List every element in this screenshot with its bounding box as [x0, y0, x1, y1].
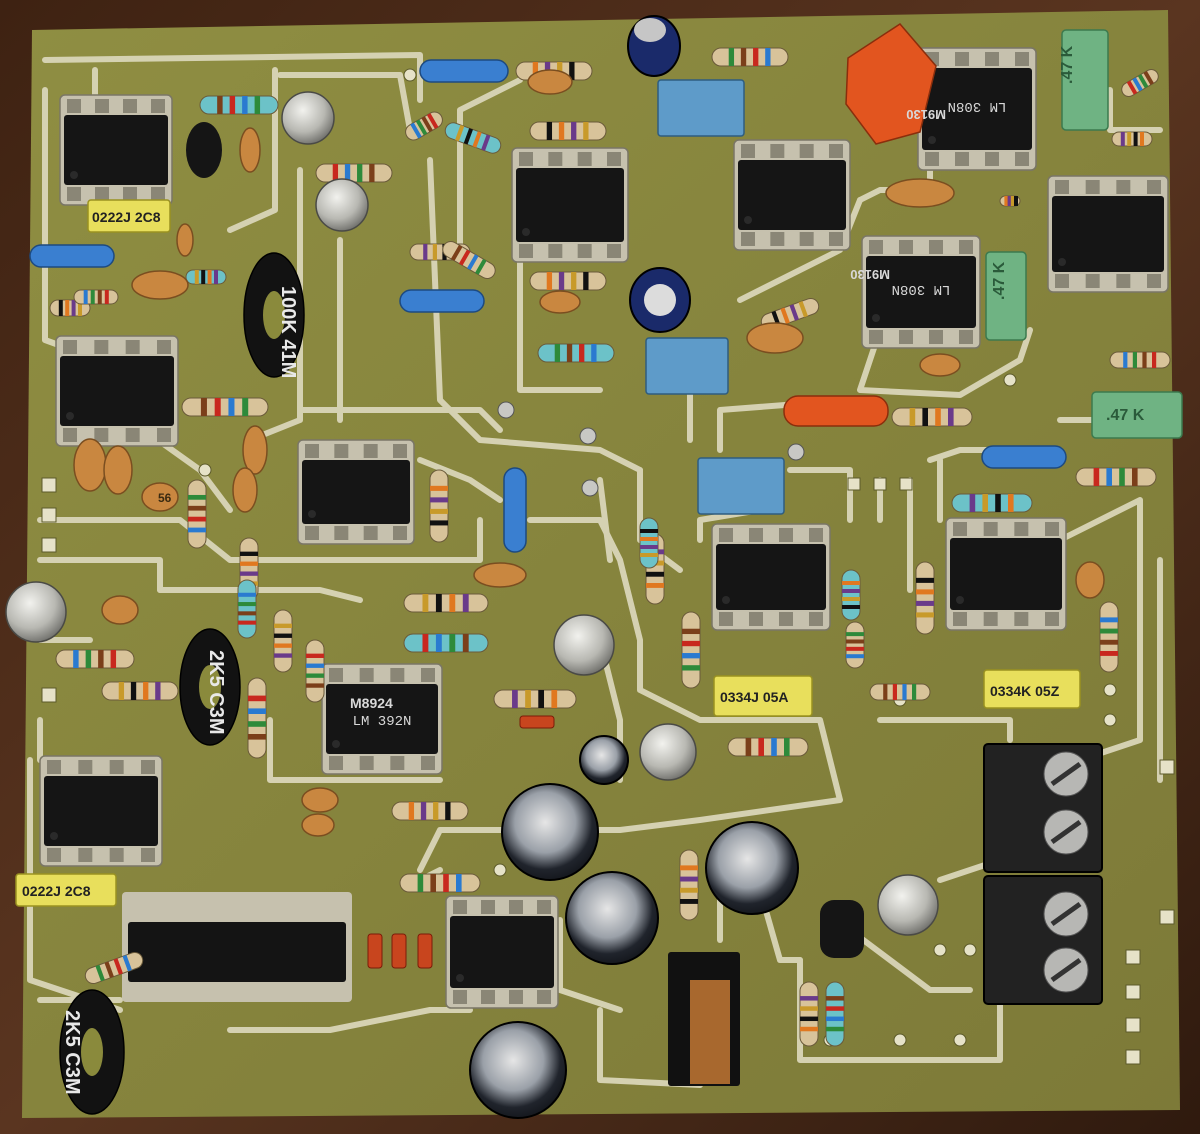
- resistor: [841, 569, 861, 621]
- component-label: 2K5 C3M: [61, 1010, 83, 1094]
- resistor: [639, 517, 659, 569]
- resistor: [799, 981, 819, 1047]
- yellow-caps: [15, 199, 1081, 907]
- ic-u13: [39, 755, 163, 867]
- resistor: [444, 122, 502, 154]
- ic-u1: [59, 94, 173, 206]
- component-label: M9130: [906, 107, 946, 122]
- resistor: [845, 621, 865, 669]
- component-label-layer: 0222J 2C8 0222J 2C8 0334J 05A 0334K 05Z 100K…: [22, 45, 1145, 1094]
- resistor: [1111, 131, 1153, 147]
- resistor: [73, 289, 119, 305]
- component-label: 0222J 2C8: [22, 883, 91, 899]
- ic-u10: [711, 523, 831, 631]
- resistor: [681, 611, 701, 689]
- ic-marking: LM 308N: [892, 281, 951, 297]
- ic-u5: LM 308N: [917, 47, 1037, 171]
- metal-cans: [5, 91, 939, 936]
- chip-14pin: [122, 892, 352, 1002]
- resistor: [869, 683, 931, 701]
- ic-u12: [945, 517, 1067, 631]
- resistor: [493, 689, 577, 709]
- resistor: [405, 111, 443, 141]
- component-label: .47 K: [1059, 45, 1076, 84]
- ic-u14: [445, 895, 559, 1009]
- component-label: 0222J 2C8: [92, 209, 161, 225]
- resistor: [825, 981, 845, 1047]
- resistor: [187, 479, 207, 549]
- trim-pot-hubs: [81, 291, 285, 1076]
- orange-caps: [783, 23, 937, 427]
- resistor: [403, 633, 489, 653]
- electrolytics: [469, 735, 799, 1119]
- green-caps: [985, 29, 1183, 439]
- resistor: [55, 649, 135, 669]
- resistor: [273, 609, 293, 673]
- diodes: [367, 715, 555, 969]
- resistor: [999, 195, 1021, 207]
- resistor: [247, 677, 267, 759]
- resistor: [1121, 69, 1159, 97]
- resistor: [199, 95, 279, 115]
- resistor: [315, 163, 393, 183]
- ic-u11: LM 392N: [321, 663, 443, 775]
- blue-caps: [29, 59, 1067, 553]
- resistor: [679, 849, 699, 921]
- resistor: [727, 737, 809, 757]
- resistor: [529, 271, 607, 291]
- resistor: [951, 493, 1033, 513]
- resistor: [403, 593, 489, 613]
- resistor: [391, 801, 469, 821]
- component-label: M8924: [350, 695, 393, 711]
- component-label: 0334J 05A: [720, 689, 789, 705]
- component-label: .47 K: [991, 261, 1008, 300]
- electrolytic-small: [627, 15, 691, 333]
- resistor: [915, 561, 935, 635]
- component-label: .47 K: [1106, 407, 1145, 424]
- resistor: [711, 47, 789, 67]
- resistor: [537, 343, 615, 363]
- resistor: [1099, 601, 1119, 673]
- resistor: [429, 469, 449, 543]
- resistor: [529, 121, 607, 141]
- resistor: [891, 407, 973, 427]
- resistor: [399, 873, 481, 893]
- ic-u7: [1047, 175, 1169, 293]
- resistor: [84, 951, 144, 985]
- ic-u3: [733, 139, 851, 251]
- component-label: 100K 41M: [277, 286, 299, 378]
- voltage-regulator: [668, 952, 740, 1086]
- component-label: 56: [158, 491, 172, 505]
- ic-u2: [511, 147, 629, 263]
- resistor: [442, 241, 496, 279]
- resistor: [1075, 467, 1157, 487]
- component-label: 0334K 05Z: [990, 683, 1060, 699]
- ceramic-caps: [73, 69, 1105, 837]
- component-label: M9130: [850, 267, 890, 282]
- box-caps: [645, 79, 785, 515]
- ic-u8: [55, 335, 179, 447]
- resistor: [1109, 351, 1171, 369]
- resistor: [760, 297, 820, 331]
- terminal-blocks: [983, 743, 1103, 1005]
- ic-u6: LM 308N: [861, 235, 981, 349]
- resistor-layer: [49, 47, 1171, 1047]
- ic-marking: LM 392N: [353, 714, 412, 730]
- solder-points: [497, 401, 805, 497]
- resistor: [305, 639, 325, 703]
- resistor: [101, 681, 179, 701]
- resistor: [185, 269, 227, 285]
- ic-marking: LM 308N: [948, 98, 1007, 114]
- resistor: [181, 397, 269, 417]
- ic-u9: [297, 439, 415, 545]
- resistor: [237, 579, 257, 639]
- to92-transistors: [186, 122, 864, 958]
- ic-layer: LM 308N LM 308N LM 392N: [39, 47, 1169, 1009]
- component-label: 2K5 C3M: [205, 650, 227, 734]
